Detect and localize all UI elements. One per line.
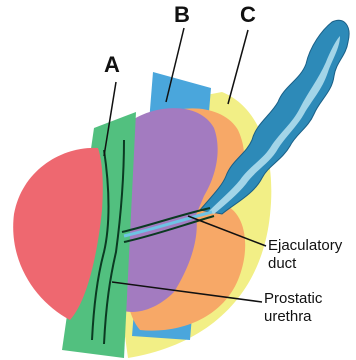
label-urethra-line2: urethra [264,308,312,325]
label-ejaculatory-line2: duct [268,255,297,272]
leader-line-c [228,30,248,104]
label-zone-c: C [240,2,256,27]
label-urethra-line1: Prostatic [264,290,323,307]
label-ejaculatory-line1: Ejaculatory [268,237,343,254]
label-zone-b: B [174,2,190,27]
label-zone-a: A [104,52,120,77]
